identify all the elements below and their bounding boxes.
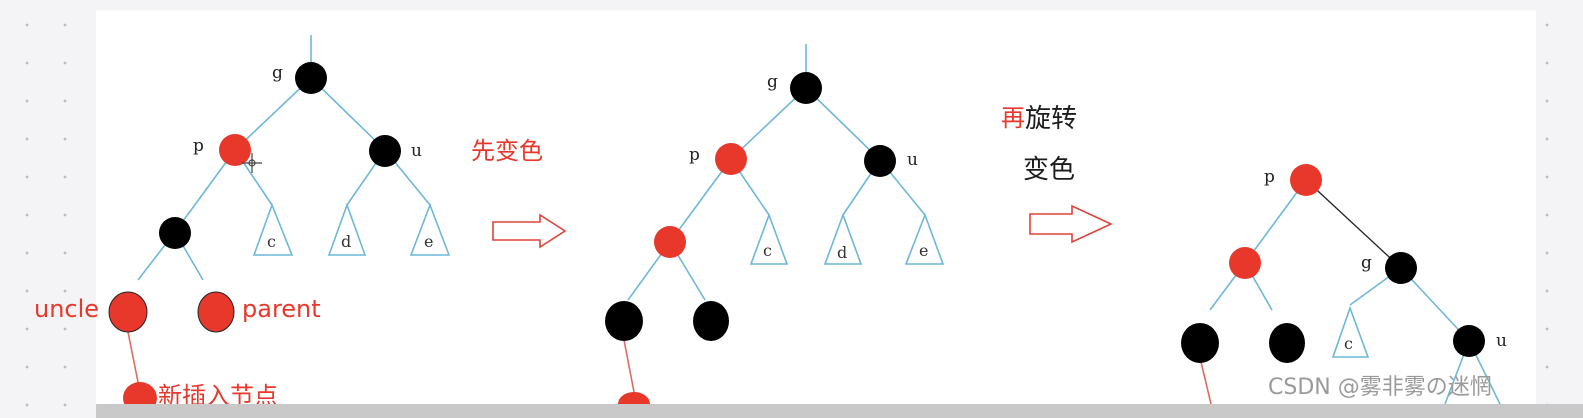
edge bbox=[174, 149, 236, 233]
watermark: CSDN @雾非雾の迷惘 bbox=[1268, 375, 1492, 400]
node-uncle bbox=[1181, 323, 1219, 363]
label-d: d bbox=[837, 243, 847, 262]
cursor-icon bbox=[242, 153, 262, 173]
label-c: c bbox=[763, 241, 772, 260]
node-p bbox=[219, 134, 251, 166]
label-g: g bbox=[1361, 253, 1372, 273]
edge-to-new-node bbox=[127, 331, 141, 393]
arrow-right-icon bbox=[1029, 204, 1113, 244]
node-p bbox=[715, 143, 747, 175]
node-child bbox=[654, 226, 686, 258]
label-c: c bbox=[267, 232, 276, 251]
subtree-triangle-c bbox=[252, 202, 294, 256]
label-u: u bbox=[1496, 331, 1507, 351]
node-g bbox=[790, 72, 822, 104]
step-label-rotate: 旋转 bbox=[1025, 104, 1077, 134]
node-parent bbox=[1269, 323, 1305, 363]
node-parent bbox=[197, 291, 235, 333]
tree-before: g p u c d e uncle parent 新插入节点 bbox=[34, 35, 451, 414]
label-p: p bbox=[689, 145, 700, 165]
subtree-triangle-d bbox=[327, 202, 367, 256]
subtree-triangle-c bbox=[1331, 305, 1370, 358]
label-u: u bbox=[411, 141, 422, 161]
edge bbox=[310, 77, 386, 151]
edge bbox=[1244, 179, 1307, 264]
node-parent bbox=[693, 301, 729, 341]
edge bbox=[1400, 267, 1470, 342]
label-p: p bbox=[193, 136, 204, 156]
edge bbox=[730, 87, 807, 160]
subtree-triangle-e bbox=[904, 212, 945, 265]
node-g bbox=[295, 62, 327, 94]
edge bbox=[1305, 179, 1402, 269]
subtree-triangle-e bbox=[409, 202, 451, 256]
label-e: e bbox=[424, 232, 433, 251]
node-g bbox=[1385, 252, 1417, 284]
step-label-rotate-prefix: 再 bbox=[1001, 104, 1025, 132]
node-uncle bbox=[605, 301, 643, 341]
node-child bbox=[1229, 247, 1261, 279]
node-u bbox=[1453, 325, 1485, 357]
annotation-uncle: uncle bbox=[34, 295, 99, 323]
subtree-triangle-d bbox=[823, 212, 863, 265]
label-d: d bbox=[341, 232, 351, 251]
horizontal-scrollbar[interactable] bbox=[96, 404, 1583, 418]
subtree-triangle-c bbox=[749, 212, 789, 265]
node-child bbox=[159, 217, 191, 249]
node-uncle bbox=[108, 291, 148, 333]
edge bbox=[805, 87, 881, 161]
edge bbox=[234, 77, 312, 151]
label-g: g bbox=[272, 63, 283, 83]
step-label-recolor: 先变色 bbox=[471, 137, 543, 165]
label-g: g bbox=[767, 72, 778, 92]
label-e: e bbox=[919, 241, 928, 260]
edge-to-new-node bbox=[1200, 361, 1212, 405]
annotation-parent: parent bbox=[242, 295, 321, 323]
label-u: u bbox=[907, 150, 918, 170]
label-c: c bbox=[1344, 334, 1353, 353]
arrow-right-icon bbox=[492, 213, 567, 249]
node-u bbox=[864, 145, 896, 177]
tree-recolored: g p u c d e bbox=[605, 44, 945, 416]
node-p bbox=[1290, 164, 1322, 196]
edge-to-new-node bbox=[623, 339, 635, 393]
step-label-recolor-2: 变色 bbox=[1023, 155, 1075, 185]
label-p: p bbox=[1264, 167, 1275, 187]
tree-rotated: p g u c bbox=[1181, 164, 1507, 405]
edge bbox=[669, 158, 732, 243]
node-u bbox=[369, 135, 401, 167]
